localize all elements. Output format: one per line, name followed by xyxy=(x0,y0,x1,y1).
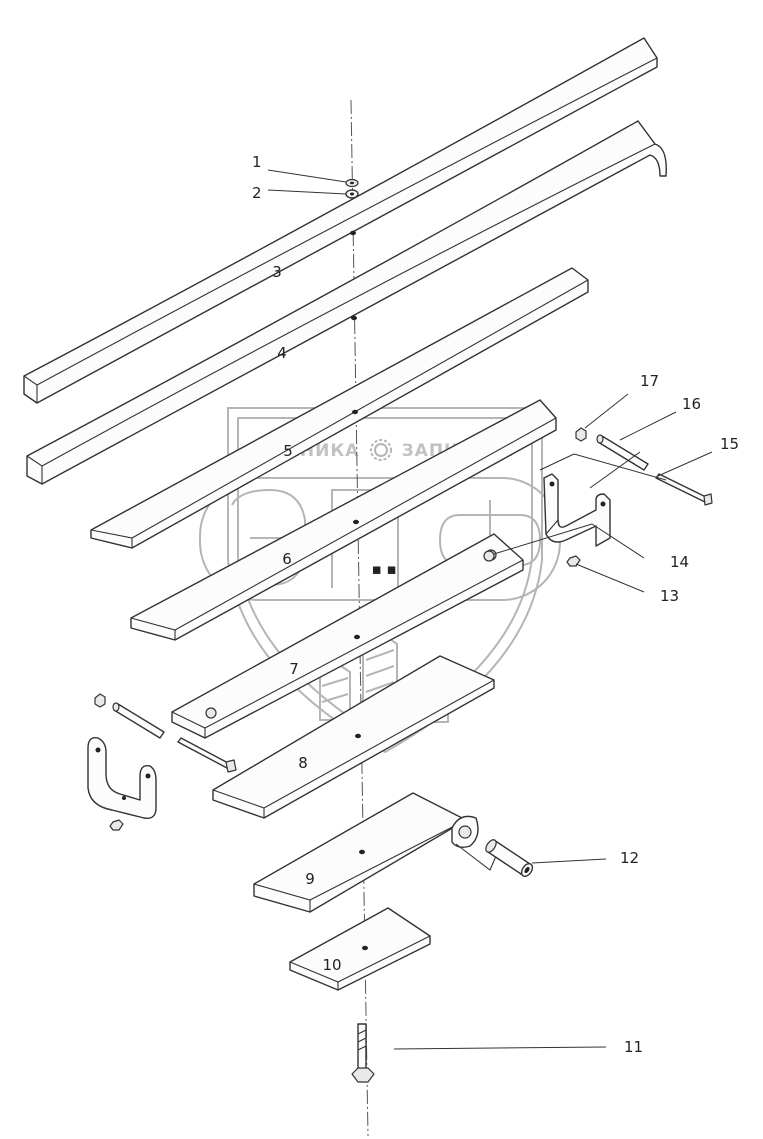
leaf-label-7: 7 xyxy=(289,660,299,678)
leader-lines xyxy=(267,169,713,1050)
shackle-assembly-right xyxy=(483,427,713,567)
callout-2: 2 xyxy=(252,184,262,202)
shackle-bolt-15 xyxy=(655,473,713,506)
callout-1: 1 xyxy=(252,153,262,171)
spring-leaf-5: 5 xyxy=(90,267,589,549)
callout-13: 13 xyxy=(660,587,679,605)
gear-icon xyxy=(370,439,392,461)
spring-leaf-4: 4 xyxy=(26,120,667,485)
leaf-label-4: 4 xyxy=(277,344,287,362)
center-bolt-11 xyxy=(351,1023,375,1083)
bolt-13 xyxy=(566,555,581,567)
bushing-14 xyxy=(483,550,495,562)
leaf-label-3: 3 xyxy=(272,263,282,281)
callout-16: 16 xyxy=(682,395,701,413)
callout-12: 12 xyxy=(620,849,639,867)
callout-14: 14 xyxy=(670,553,689,571)
callout-17: 17 xyxy=(640,372,659,390)
spring-leaf-7: 7 xyxy=(171,533,524,739)
callout-11: 11 xyxy=(624,1038,643,1056)
svg-text:▪ ▪: ▪ ▪ xyxy=(371,560,396,578)
spring-leaf-8: 8 xyxy=(212,655,495,819)
center-nut-1 xyxy=(345,178,359,188)
shackle-assembly-left xyxy=(87,693,237,831)
spring-leaf-9: 9 xyxy=(253,792,497,913)
nut-17 xyxy=(575,427,587,442)
leaf-label-6: 6 xyxy=(282,550,292,568)
spring-leaf-10: 10 xyxy=(289,907,431,991)
bushing-12 xyxy=(485,839,534,878)
leaf-label-8: 8 xyxy=(298,754,308,772)
leaf-label-10: 10 xyxy=(322,956,341,974)
spring-leaf-3: 3 xyxy=(23,37,658,404)
washer-2 xyxy=(345,189,359,199)
spring-leaf-6: 6 ▪ ▪ xyxy=(130,399,557,641)
leaf-label-5: 5 xyxy=(283,442,293,460)
leaf-label-9: 9 xyxy=(305,870,315,888)
callout-15: 15 xyxy=(720,435,739,453)
